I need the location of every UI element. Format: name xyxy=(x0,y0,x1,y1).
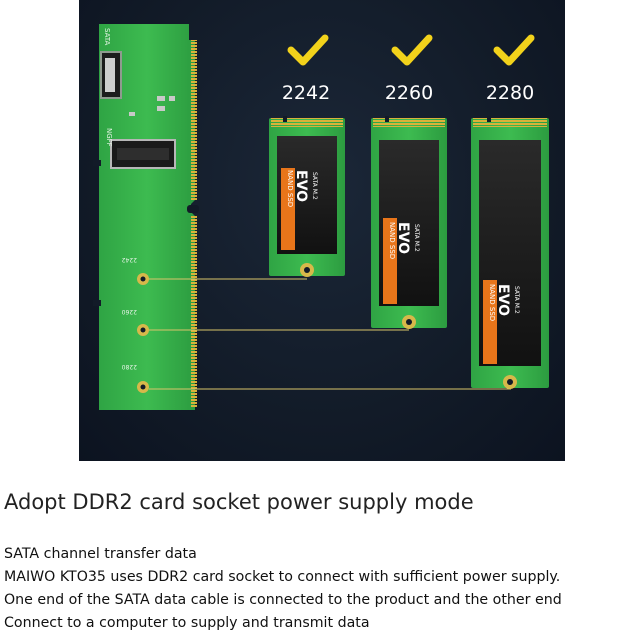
check-icon-2260 xyxy=(391,34,433,66)
ssd-2242-model: EVO xyxy=(293,170,309,202)
ssd-2280-interface: SATA M.2 xyxy=(513,286,520,314)
ssd-2242: NAND SSD EVO SATA M.2 xyxy=(269,116,345,277)
edge-pins-upper xyxy=(191,40,197,200)
slot-label-2242: 2242 xyxy=(122,256,137,263)
size-label-2280: 2280 xyxy=(486,82,534,104)
ssd-2260-interface: SATA M.2 xyxy=(413,224,420,252)
product-photo: SATA NGFF 2242 2260 2280 2242 2260 2280 … xyxy=(79,0,565,461)
size-label-2242: 2242 xyxy=(282,82,330,104)
ngff-socket xyxy=(110,139,176,169)
section-heading: Adopt DDR2 card socket power supply mode xyxy=(4,490,474,514)
adapter-board: SATA NGFF 2242 2260 2280 xyxy=(93,24,199,410)
check-icon-2242 xyxy=(287,34,329,66)
slot-label-2280: 2280 xyxy=(122,363,137,370)
check-icon-2280 xyxy=(493,34,535,66)
ssd-2242-brand: NAND SSD xyxy=(286,170,294,207)
adapter-illustration: SATA NGFF 2242 2260 2280 2242 2260 2280 … xyxy=(93,24,549,410)
mount-hole-2280 xyxy=(137,381,149,393)
guide-lines xyxy=(149,278,511,390)
slot-label-2260: 2260 xyxy=(122,308,137,315)
sata-connector xyxy=(100,51,122,99)
ssd-2280-brand: NAND SSD xyxy=(488,284,496,321)
mount-hole-2260 xyxy=(137,324,149,336)
ngff-silkscreen: NGFF xyxy=(105,128,113,147)
description-line-2: MAIWO KTO35 uses DDR2 card socket to con… xyxy=(4,569,561,585)
mount-hole-2242 xyxy=(137,273,149,285)
ssd-2280-model: EVO xyxy=(495,284,511,316)
description-line-3: One end of the SATA data cable is connec… xyxy=(4,592,562,608)
size-label-2260: 2260 xyxy=(385,82,433,104)
edge-pins-lower xyxy=(191,216,197,408)
ssd-2280: NAND SSD EVO SATA M.2 xyxy=(471,116,549,389)
ssd-2260: NAND SSD EVO SATA M.2 xyxy=(371,116,447,329)
ssd-2242-interface: SATA M.2 xyxy=(311,172,318,200)
sata-silkscreen: SATA xyxy=(103,28,111,46)
ssd-2260-brand: NAND SSD xyxy=(388,222,396,259)
description-line-4: Connect to a computer to supply and tran… xyxy=(4,615,370,631)
description-line-1: SATA channel transfer data xyxy=(4,546,197,562)
ssd-2260-model: EVO xyxy=(395,222,411,254)
